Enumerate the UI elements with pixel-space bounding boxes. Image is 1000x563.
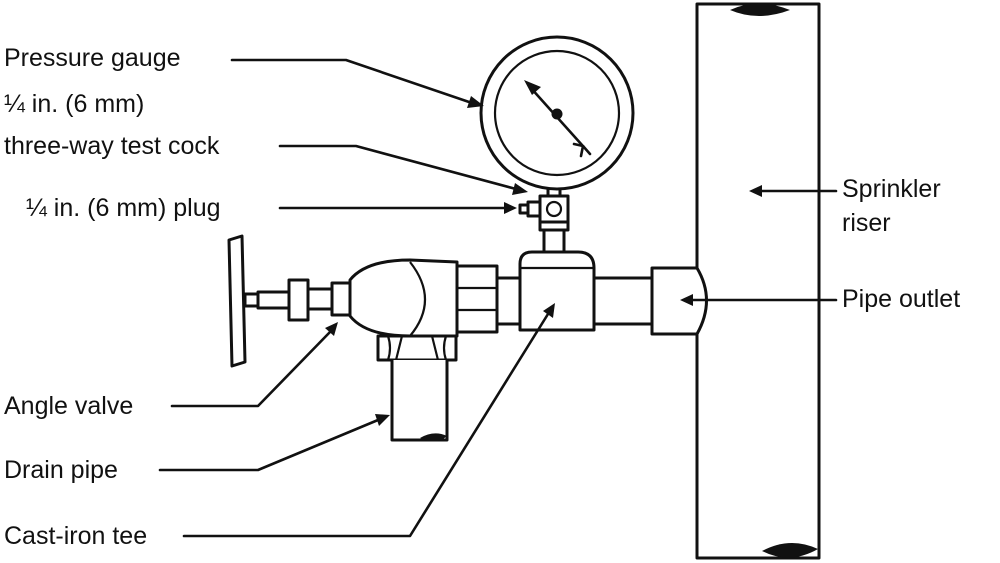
label-plug: ¼ in. (6 mm) plug — [26, 194, 221, 222]
label-sprinkler-riser-1: Sprinkler — [842, 175, 941, 203]
label-angle-valve: Angle valve — [4, 392, 133, 420]
pressure-gauge — [479, 35, 635, 191]
label-test-cock-size: ¼ in. (6 mm) — [4, 90, 144, 118]
test-cock-plug — [526, 200, 542, 218]
label-test-cock: three-way test cock — [4, 132, 220, 160]
gauge-needle-tip — [524, 80, 541, 95]
gauge-needle — [528, 85, 584, 147]
gauge-nipple — [538, 220, 570, 254]
label-sprinkler-riser-2: riser — [842, 209, 891, 237]
riser-top-cut — [730, 3, 790, 16]
horizontal-pipe — [590, 276, 654, 326]
handwheel — [227, 234, 247, 368]
drain-pipe — [390, 360, 449, 442]
sprinkler-riser — [695, 2, 821, 560]
labels: Pressure gauge ¼ in. (6 mm) three-way te… — [4, 44, 960, 550]
label-drain-pipe: Drain pipe — [4, 456, 118, 484]
three-way-test-cock — [518, 184, 570, 224]
label-pressure-gauge: Pressure gauge — [4, 44, 181, 72]
angle-valve — [227, 234, 499, 368]
riser-bottom-cut — [762, 542, 818, 558]
leader-lines — [158, 58, 838, 538]
label-pipe-outlet: Pipe outlet — [842, 285, 960, 313]
label-cast-iron-tee: Cast-iron tee — [4, 522, 147, 550]
